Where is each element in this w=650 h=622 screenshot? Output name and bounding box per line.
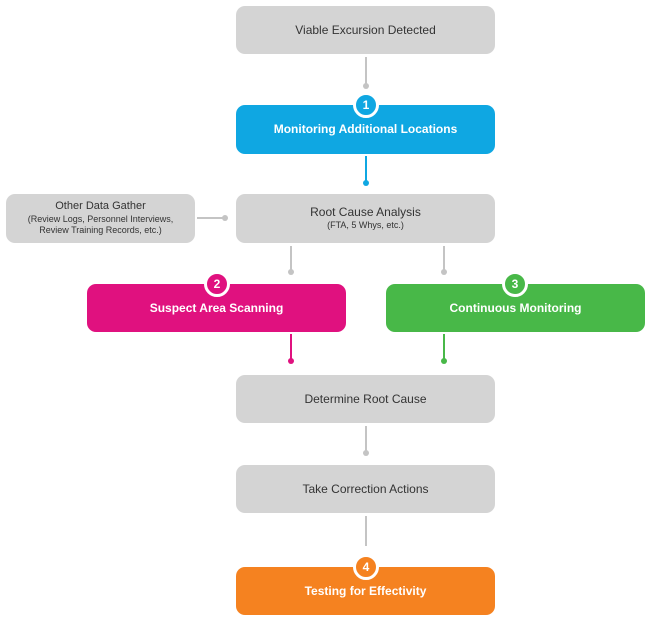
connector-dot: [288, 358, 294, 364]
node-determine-root-cause: Determine Root Cause: [236, 375, 495, 423]
connector-correction-to-testing: [365, 516, 367, 546]
connector-dot: [441, 269, 447, 275]
node-label: Suspect Area Scanning: [149, 300, 284, 315]
step-number: 1: [362, 98, 370, 112]
node-detail-line-2: Review Training Records, etc.): [39, 225, 162, 236]
step-badge-1: 1: [353, 92, 379, 118]
node-viable-excursion-detected: Viable Excursion Detected: [236, 6, 495, 54]
connector-dot: [222, 215, 228, 221]
node-testing-for-effectivity: Testing for Effectivity: [236, 567, 495, 615]
connector-monitoring-to-root-cause: [365, 156, 367, 182]
node-root-cause-analysis: Root Cause Analysis (FTA, 5 Whys, etc.): [236, 194, 495, 243]
connector-dot: [441, 358, 447, 364]
node-take-correction-actions: Take Correction Actions: [236, 465, 495, 513]
node-label: Determine Root Cause: [304, 391, 427, 406]
step-number: 2: [213, 277, 221, 291]
connector-dot: [363, 180, 369, 186]
step-badge-4: 4: [353, 554, 379, 580]
node-label: Continuous Monitoring: [449, 300, 582, 315]
connector-dot: [288, 269, 294, 275]
node-label: Take Correction Actions: [302, 481, 429, 496]
node-label: Viable Excursion Detected: [295, 22, 436, 37]
node-label: Testing for Effectivity: [304, 583, 427, 598]
step-badge-2: 2: [204, 271, 230, 297]
node-sub-label: (FTA, 5 Whys, etc.): [327, 220, 404, 231]
node-title: Other Data Gather: [55, 200, 146, 213]
connector-continuous-to-determine: [443, 334, 445, 360]
step-number: 3: [511, 277, 519, 291]
connector-root-cause-to-continuous: [443, 246, 445, 272]
node-continuous-monitoring: Continuous Monitoring: [386, 284, 645, 332]
connector-suspect-to-determine: [290, 334, 292, 360]
node-label: Root Cause Analysis: [310, 205, 421, 220]
connector-other-data-to-root-cause: [197, 217, 223, 219]
node-detail-line-1: (Review Logs, Personnel Interviews,: [27, 214, 174, 225]
connector-dot: [363, 83, 369, 89]
connector-root-cause-to-suspect: [290, 246, 292, 272]
step-number: 4: [362, 560, 370, 574]
node-other-data-gather: Other Data Gather (Review Logs, Personne…: [6, 194, 195, 243]
step-badge-3: 3: [502, 271, 528, 297]
connector-determine-to-correction: [365, 426, 367, 452]
node-label: Monitoring Additional Locations: [273, 122, 458, 136]
connector-dot: [363, 450, 369, 456]
connector-viable-to-monitoring: [365, 57, 367, 85]
